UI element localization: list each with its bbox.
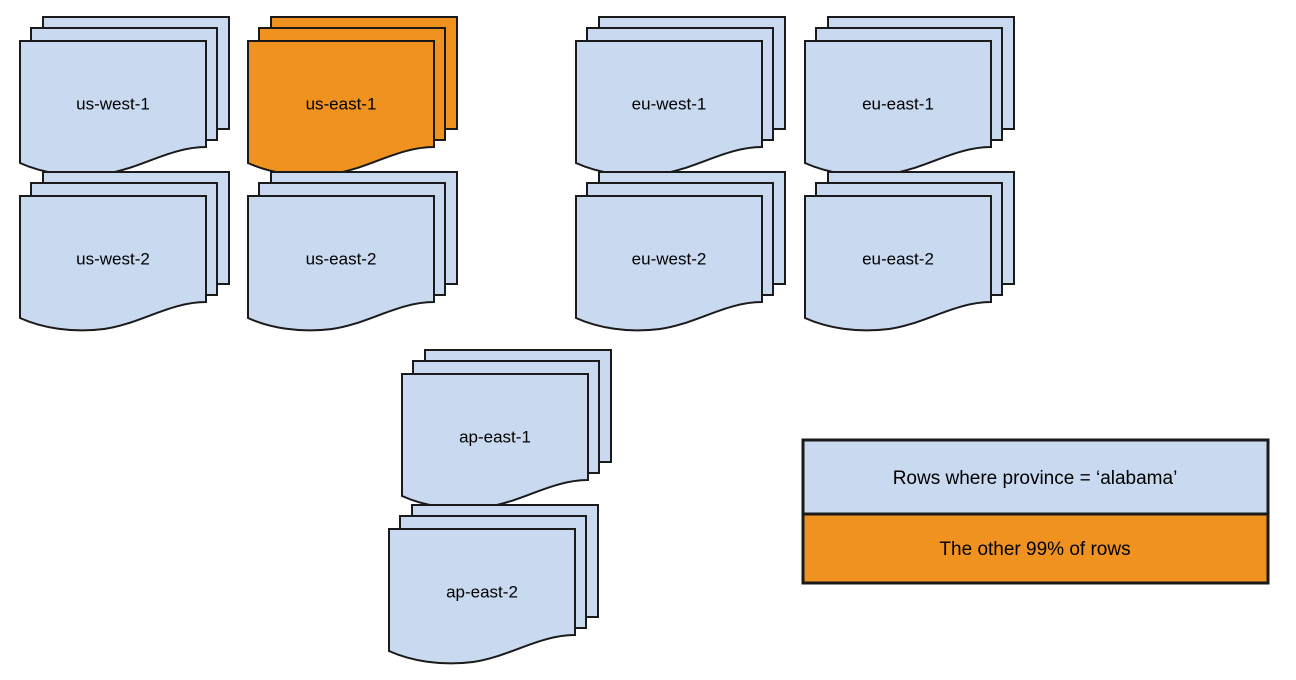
- doc-stack-eu-east-2[interactable]: eu-east-2: [804, 171, 1015, 332]
- doc-stack-us-east-2[interactable]: us-east-2: [247, 171, 458, 332]
- legend-label-other-rows: The other 99% of rows: [939, 539, 1130, 560]
- doc-stack-ap-east-2[interactable]: ap-east-2: [388, 504, 599, 665]
- doc-stack-eu-east-1[interactable]: eu-east-1: [804, 16, 1015, 177]
- doc-stack-us-west-1[interactable]: us-west-1: [19, 16, 230, 177]
- doc-stack-label: eu-east-1: [862, 94, 934, 113]
- legend-swatch-other-rows: [801, 512, 1270, 585]
- doc-stack-label: us-east-2: [306, 249, 377, 268]
- legend-swatch-rows-alabama: [801, 438, 1270, 516]
- doc-stack-eu-west-2[interactable]: eu-west-2: [575, 171, 786, 332]
- doc-stack-label: us-east-1: [306, 94, 377, 113]
- doc-stack-eu-west-1[interactable]: eu-west-1: [575, 16, 786, 177]
- legend-label-rows-alabama: Rows where province = ‘alabama’: [893, 468, 1178, 489]
- doc-stack-label: us-west-2: [76, 249, 150, 268]
- doc-stack-label: us-west-1: [76, 94, 150, 113]
- doc-stack-us-west-2[interactable]: us-west-2: [19, 171, 230, 332]
- doc-stack-label: eu-west-1: [632, 94, 707, 113]
- legend-item-other-rows[interactable]: The other 99% of rows: [801, 512, 1270, 585]
- doc-stack-us-east-1[interactable]: us-east-1: [247, 16, 458, 177]
- doc-stack-ap-east-1[interactable]: ap-east-1: [401, 349, 612, 510]
- stack-group: us-west-1 us-east-1 eu-west-1 eu-east-1 …: [19, 16, 1015, 665]
- doc-stack-label: ap-east-1: [459, 427, 531, 446]
- doc-stack-label: eu-west-2: [632, 249, 707, 268]
- legend: Rows where province = ‘alabama’ The othe…: [801, 438, 1270, 585]
- doc-stack-label: eu-east-2: [862, 249, 934, 268]
- legend-item-rows-alabama[interactable]: Rows where province = ‘alabama’: [801, 438, 1270, 516]
- doc-stack-label: ap-east-2: [446, 582, 518, 601]
